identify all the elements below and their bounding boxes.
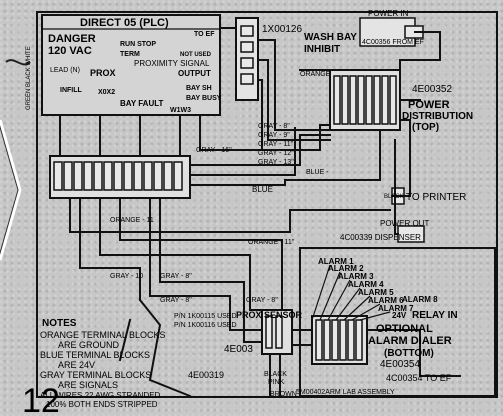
alarm-5-label: ALARM 5 bbox=[358, 288, 394, 297]
black2-label: BLACK bbox=[264, 371, 287, 378]
blue-label: BLUE bbox=[252, 185, 273, 194]
relay-pin-4 bbox=[240, 73, 254, 85]
part-4e00354: 4E00354 bbox=[380, 359, 420, 370]
part-4e003-label: 4E003 bbox=[224, 344, 253, 355]
prox-sensor-pin-2 bbox=[275, 315, 283, 349]
note-d: ARE 24V bbox=[58, 360, 95, 370]
brown-label: BROWN bbox=[270, 391, 297, 398]
gray-8-third-label: GRAY - 8" bbox=[160, 297, 192, 304]
page-number: 12 bbox=[22, 382, 60, 416]
dispenser-label: 4C00339 DISPENSER bbox=[340, 233, 421, 242]
alarm-8-label: ALARM 8 bbox=[402, 295, 438, 304]
top-label: (TOP) bbox=[412, 122, 439, 133]
danger-label: DANGER bbox=[48, 33, 96, 45]
power-out-label: POWER OUT bbox=[380, 219, 429, 228]
relay-pin-2 bbox=[240, 41, 254, 53]
gray-9-label: GRAY - 9" bbox=[258, 132, 290, 139]
orange-11-label: ORANGE - 11" bbox=[248, 239, 295, 246]
not-used-label: NOT USED bbox=[180, 52, 212, 58]
blue-dash-label: BLUE - bbox=[306, 169, 329, 176]
alarm-2-label: ALARM 2 bbox=[328, 264, 364, 273]
run-stop-label: RUN STOP bbox=[120, 41, 156, 48]
relay-in-label: RELAY IN bbox=[412, 310, 458, 321]
pn-1-label: P/N 1K00115 USED bbox=[174, 313, 237, 320]
relay-pin-3 bbox=[240, 57, 254, 69]
v24-label: 24V bbox=[392, 311, 407, 320]
relay-pin-1 bbox=[240, 25, 254, 37]
plc-box bbox=[41, 14, 221, 116]
terminal-strip-blocks bbox=[53, 161, 183, 191]
power-in-label: POWER IN bbox=[368, 9, 409, 18]
lead-in-label: LEAD (N) bbox=[50, 67, 80, 74]
gray-8-second-label: GRAY - 8" bbox=[160, 273, 192, 280]
part-4e00319-label: 4E00319 bbox=[188, 370, 224, 380]
term-label: TERM bbox=[120, 51, 140, 58]
squiggle-mark bbox=[5, 59, 31, 66]
inhibit-label: INHIBIT bbox=[304, 44, 340, 55]
to-printer-label: TO PRINTER bbox=[406, 192, 466, 203]
gray-10-label: GRAY - 10 bbox=[110, 273, 143, 280]
note-b: ARE GROUND bbox=[58, 340, 120, 350]
left-chevron-icon bbox=[0, 119, 22, 261]
note-c: BLUE TERMINAL BLOCKS bbox=[40, 350, 150, 360]
to-ef-top-label: TO EF bbox=[194, 31, 215, 38]
bay-busy-label: BAY BUSY bbox=[186, 95, 222, 102]
note-a: ORANGE TERMINAL BLOCKS bbox=[40, 330, 166, 340]
note-f: ARE SIGNALS bbox=[58, 380, 118, 390]
distribution-label: DISTRIBUTION bbox=[402, 111, 473, 122]
power-distribution-top-blocks bbox=[333, 75, 397, 125]
from-ef-label: 4C00356 FROM EF bbox=[362, 39, 424, 46]
alarm-terminal-block-cells bbox=[315, 319, 363, 361]
part-1x00126: 1X00126 bbox=[262, 24, 302, 35]
vac-label: 120 VAC bbox=[48, 45, 92, 57]
part-4e00352: 4E00352 bbox=[412, 84, 452, 95]
plc-title: DIRECT 05 (PLC) bbox=[80, 17, 169, 29]
infill-label: INFILL bbox=[60, 87, 82, 94]
power-label: POWER bbox=[408, 99, 450, 111]
prox-sensor-label: PROX SENSOR bbox=[236, 310, 303, 320]
gray-13-label: GRAY - 13" bbox=[258, 159, 294, 166]
black-label: BLACK bbox=[384, 194, 404, 200]
left-chevron-shadow bbox=[0, 125, 19, 255]
pn-2-label: P/N 1K00116 USED bbox=[174, 322, 237, 329]
prox-sensor-pin-1 bbox=[265, 315, 273, 349]
output-label: OUTPUT bbox=[178, 69, 211, 78]
wire-harness bbox=[59, 27, 461, 398]
bay-sh-label: BAY SH bbox=[186, 85, 212, 92]
gray-16-label: GRAY - 16" bbox=[196, 147, 232, 154]
alarm-7-label: ALARM 7 bbox=[378, 304, 414, 313]
wire-colors-left: GREEN BLACK WHITE bbox=[26, 46, 32, 110]
note-g: ALL WIRES 22 AWG STRANDED bbox=[40, 391, 161, 400]
prox-label: PROX bbox=[90, 68, 116, 78]
alarm-3-label: ALARM 3 bbox=[338, 272, 374, 281]
xo-label: X0X2 bbox=[98, 89, 115, 96]
pink-label: PINK bbox=[268, 379, 285, 386]
wash-bay-label: WASH BAY bbox=[304, 32, 357, 43]
bottom-label: (BOTTOM) bbox=[384, 348, 434, 359]
gray-8-fourth-label: GRAY - 8" bbox=[246, 297, 278, 304]
orange-label: ORANGE bbox=[300, 71, 331, 78]
optional-label: OPTIONAL bbox=[376, 323, 433, 335]
note-e: GRAY TERMINAL BLOCKS bbox=[40, 370, 151, 380]
alarm-6-label: ALARM 6 bbox=[368, 296, 404, 305]
ww-label: W1W3 bbox=[170, 107, 191, 114]
to-ef-bottom-label: 4C00354 TO EF bbox=[386, 373, 452, 383]
alarm-1-label: ALARM 1 bbox=[318, 257, 354, 266]
gray-11-label: GRAY - 11" bbox=[258, 141, 294, 148]
note-h: 100% BOTH ENDS STRIPPED bbox=[46, 400, 158, 409]
orange-dash-label: ORANGE - 11 bbox=[110, 217, 154, 224]
alarm-4-label: ALARM 4 bbox=[348, 280, 384, 289]
bay-fault-label: BAY FAULT bbox=[120, 99, 164, 108]
alarm-dialer-label: ALARM DIALER bbox=[368, 335, 452, 347]
enclosure-frame bbox=[36, 11, 498, 398]
armlab-label: 5M00402ARM LAB ASSEMBLY bbox=[296, 389, 395, 396]
proximity-signal-label: PROXIMITY SIGNAL bbox=[134, 59, 210, 68]
alarm-dialer-box bbox=[299, 247, 496, 397]
gray-12-label: GRAY - 12" bbox=[258, 150, 294, 157]
gray-8-label: GRAY - 8" bbox=[258, 123, 290, 130]
notes-title: NOTES bbox=[42, 318, 77, 329]
